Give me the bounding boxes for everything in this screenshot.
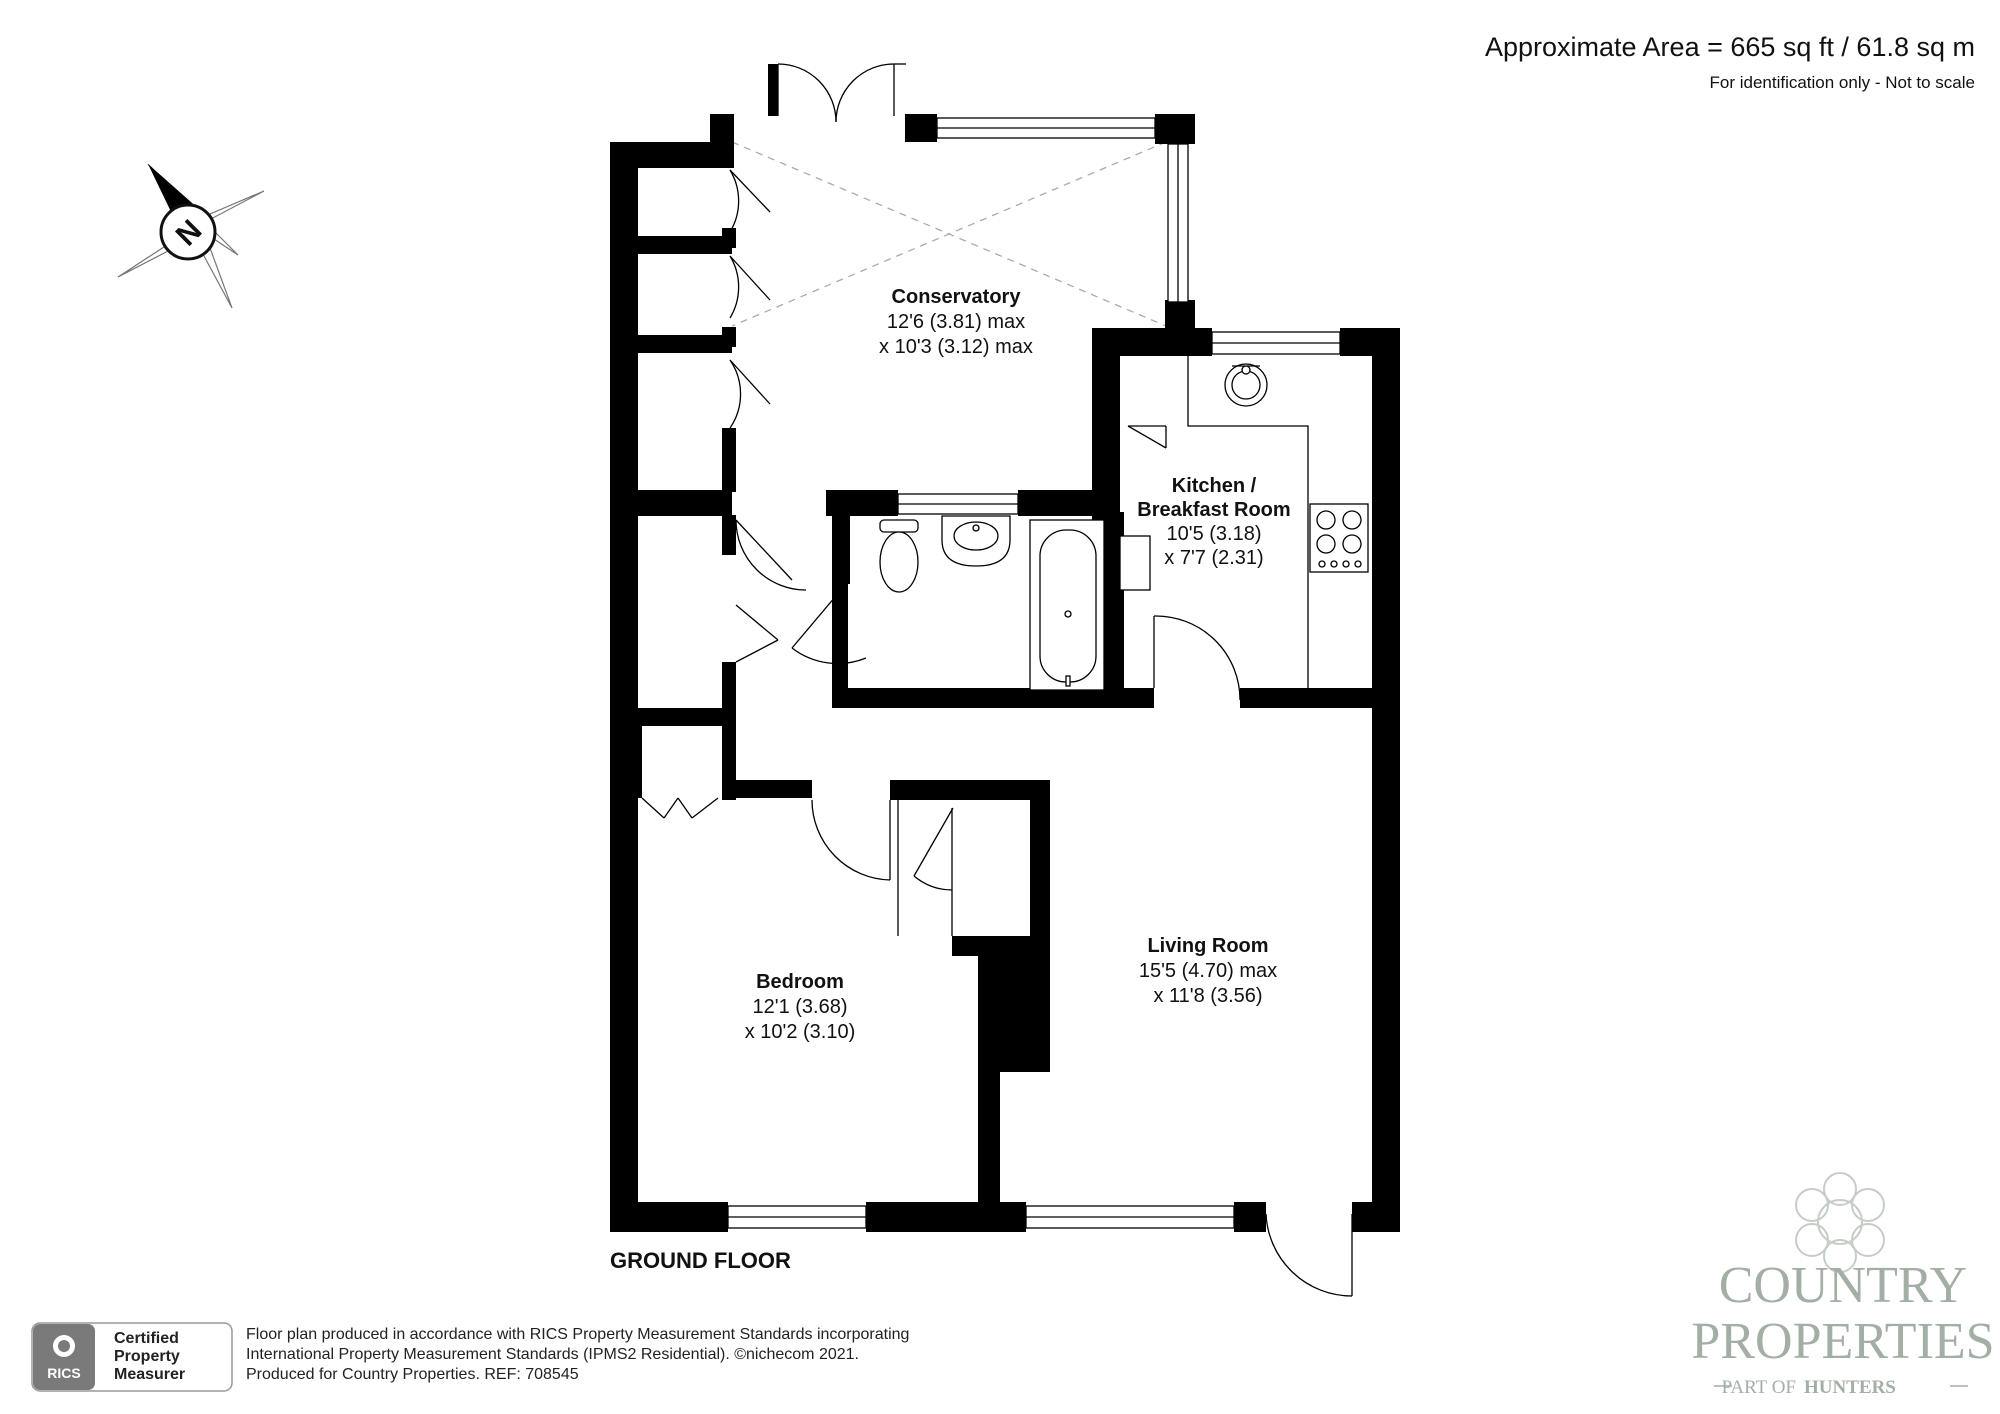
toilet-icon [879,519,919,593]
scale-note: For identification only - Not to scale [1709,73,1975,92]
brand-tag-name: HUNTERS [1804,1377,1896,1398]
room-name: Bedroom [756,971,844,993]
room-dimension: 10'5 (3.18) [1167,523,1262,545]
room-dimension: 12'1 (3.68) [753,996,848,1018]
footer-line: Floor plan produced in accordance with R… [246,1326,909,1343]
walls [610,64,1400,1232]
floral-emblem-icon [1795,1172,1885,1273]
fixtures [879,356,1369,691]
country-properties-logo: COUNTRY PROPERTIES PART OF HUNTERS [1691,1172,1995,1398]
windows [727,117,1341,1229]
room-name: Breakfast Room [1137,499,1290,521]
doors [641,63,1353,1297]
certified-line: Measurer [114,1366,185,1383]
footer-line: Produced for Country Properties. REF: 70… [246,1366,579,1383]
rics-certification: RICS Certified Property Measurer [31,1322,233,1392]
compass-rose-icon: N [117,163,265,309]
brand-tag-prefix: PART OF [1722,1377,1796,1398]
footer-text: Floor plan produced in accordance with R… [246,1326,909,1383]
room-kitchen: Kitchen / Breakfast Room 10'5 (3.18) x 7… [1137,475,1290,569]
floor-label: GROUND FLOOR [610,1248,791,1273]
hob-icon [1309,503,1369,573]
room-dimension: x 11'8 (3.56) [1153,985,1262,1007]
room-dimension: x 10'3 (3.12) max [879,336,1033,358]
room-dimension: 15'5 (4.70) max [1139,960,1277,982]
washbasin-icon [941,515,1011,567]
room-dimension: x 10'2 (3.10) [745,1021,856,1043]
bath-icon [1029,519,1105,691]
room-bedroom: Bedroom 12'1 (3.68) x 10'2 (3.10) [745,971,856,1043]
room-living-room: Living Room 15'5 (4.70) max x 11'8 (3.56… [1139,935,1277,1007]
room-dimension: 12'6 (3.81) max [887,311,1025,333]
room-dimension: x 7'7 (2.31) [1164,547,1263,569]
rics-badge-text: RICS [47,1365,80,1381]
brand-line-2: PROPERTIES [1691,1313,1994,1370]
approximate-area: Approximate Area = 665 sq ft / 61.8 sq m [1485,32,1975,62]
certified-line: Property [114,1348,180,1365]
kitchen-sink-icon [1224,363,1268,407]
certified-line: Certified [114,1330,179,1347]
room-name: Kitchen / [1172,475,1257,497]
room-name: Living Room [1147,935,1268,957]
room-conservatory: Conservatory 12'6 (3.81) max x 10'3 (3.1… [879,286,1033,358]
brand-line-1: COUNTRY [1719,1257,1967,1314]
room-name: Conservatory [892,286,1022,308]
footer-line: International Property Measurement Stand… [246,1346,859,1363]
